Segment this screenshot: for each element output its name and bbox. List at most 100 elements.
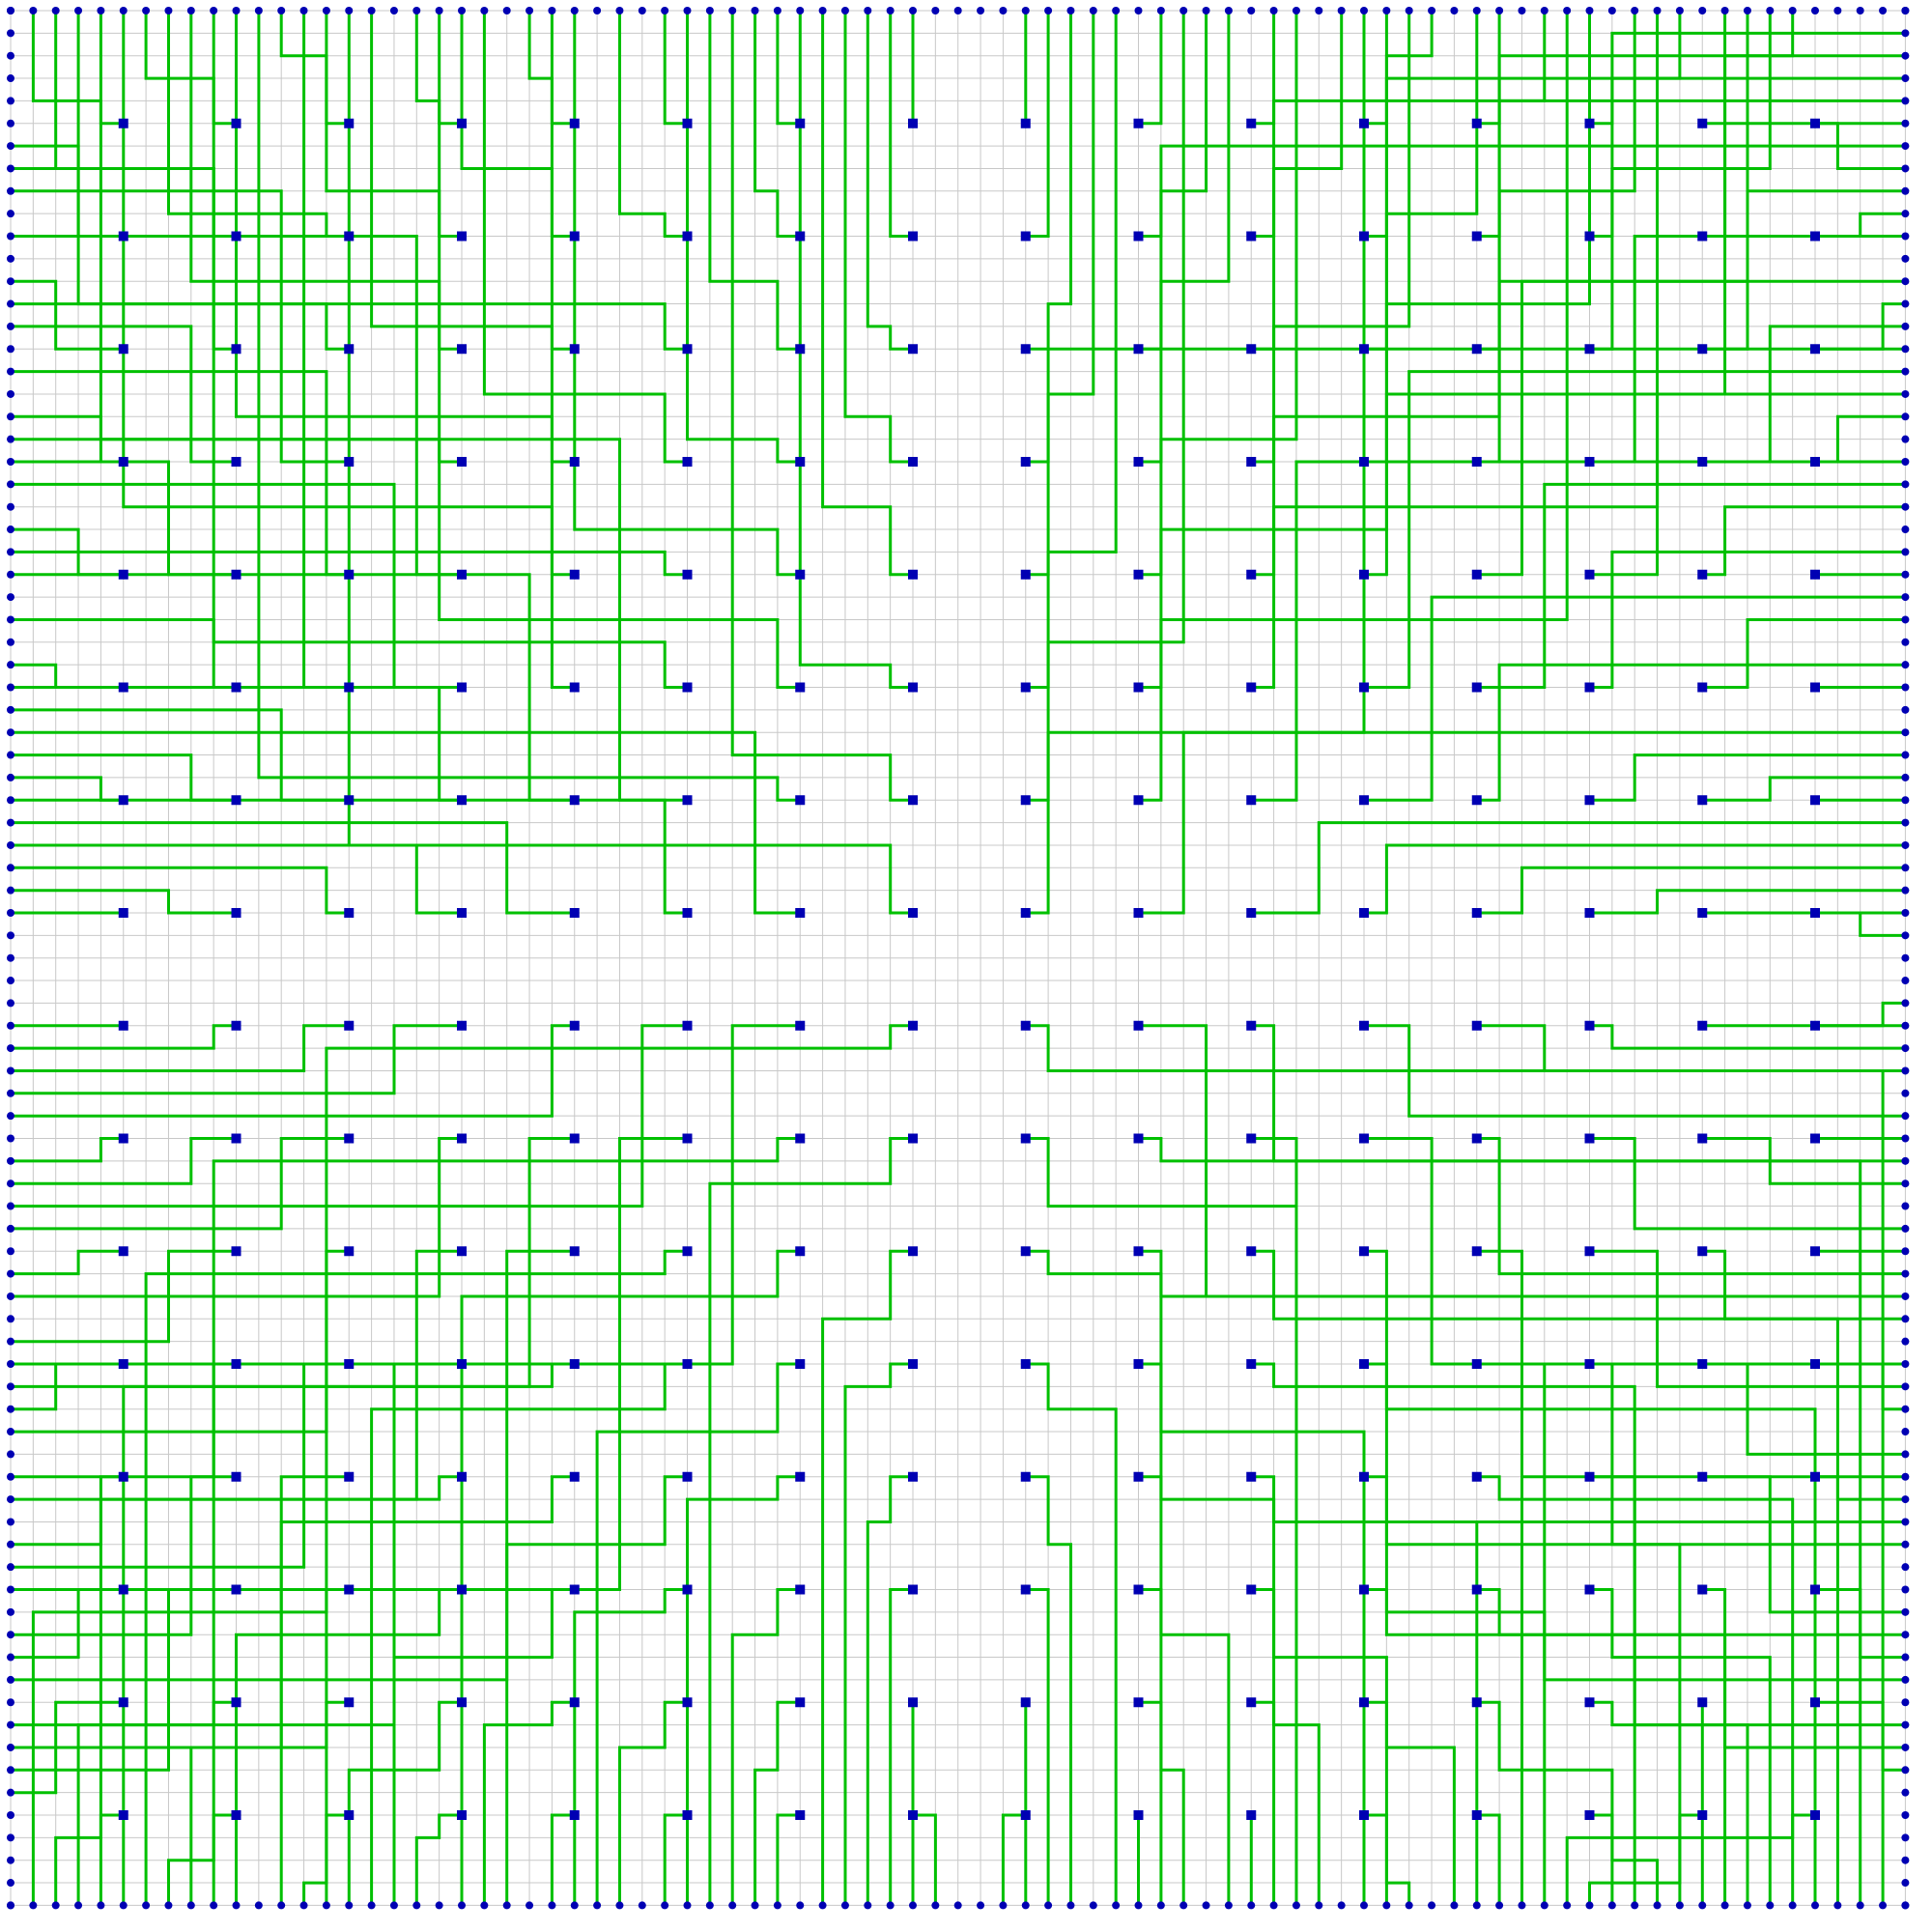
edge-pin [661, 7, 669, 14]
edge-pin [1607, 7, 1616, 14]
edge-pin [1292, 1901, 1300, 1910]
edge-pin [1675, 7, 1684, 14]
trace [1364, 1813, 1411, 1906]
edge-pin [1563, 7, 1572, 14]
trace [1476, 1024, 1906, 1072]
edge-pin [1901, 1179, 1910, 1188]
trace [1364, 595, 1906, 802]
edge-pin [1518, 7, 1526, 14]
edge-pin [1811, 1901, 1819, 1910]
pad [1359, 1697, 1369, 1708]
pad [1471, 1246, 1482, 1257]
edge-pin [1901, 615, 1910, 624]
pad [457, 344, 467, 355]
edge-pin [7, 1156, 14, 1165]
pad [1810, 569, 1820, 580]
trace [1476, 1813, 1501, 1906]
trace [11, 1362, 350, 1569]
edge-pin [502, 7, 511, 14]
pad [231, 569, 242, 580]
edge-pin [1901, 1631, 1910, 1639]
trace [889, 1588, 913, 1906]
pad [908, 908, 918, 918]
edge-pin [1901, 570, 1910, 579]
edge-pin [7, 773, 14, 781]
pad [457, 231, 467, 242]
trace [1025, 11, 1072, 351]
pad [457, 1133, 467, 1144]
edge-pin [661, 1901, 669, 1910]
pad [1471, 231, 1482, 242]
edge-pin [1901, 1224, 1910, 1233]
trace [1476, 482, 1906, 689]
edge-pin [7, 705, 14, 714]
trace [11, 1588, 124, 1660]
edge-pin [526, 7, 534, 14]
edge-pin [7, 526, 14, 534]
pad [569, 1471, 580, 1482]
pad [795, 344, 806, 355]
trace [1702, 1137, 1906, 1185]
edge-pin [1495, 1901, 1504, 1910]
edge-pin [1901, 1112, 1910, 1121]
edge-pin [1901, 1156, 1910, 1165]
trace [1702, 776, 1906, 802]
pad [1133, 1246, 1144, 1257]
trace [11, 1024, 462, 1095]
edge-pin [1631, 7, 1639, 14]
pad [1020, 457, 1031, 467]
trace [595, 1362, 801, 1906]
pad [1246, 1471, 1257, 1482]
edge-pin [1450, 7, 1459, 14]
edge-pin [1901, 999, 1910, 1008]
edge-pin [773, 1901, 781, 1910]
edge-pin [1901, 1833, 1910, 1842]
trace [1815, 911, 1906, 937]
edge-pin [1631, 1901, 1639, 1910]
pad [1020, 231, 1031, 242]
edge-pin [1901, 1788, 1910, 1797]
pad [118, 682, 128, 693]
pad [231, 1697, 242, 1708]
pad [908, 118, 918, 128]
pad [1246, 231, 1257, 242]
edge-pin [1044, 7, 1053, 14]
pad [1584, 795, 1595, 806]
trace [1138, 1137, 1862, 1906]
pad [908, 1471, 918, 1482]
trace [1001, 1813, 1026, 1906]
pad [344, 908, 355, 918]
pad [118, 795, 128, 806]
trace [1815, 1362, 1906, 1411]
pad [1359, 118, 1369, 128]
trace [708, 1137, 913, 1906]
edge-pin [51, 7, 60, 14]
edge-pin [7, 728, 14, 737]
edge-pin [1021, 1901, 1030, 1910]
trace [1702, 189, 1906, 351]
edge-pin [97, 7, 105, 14]
trace [279, 11, 350, 126]
pad [1020, 569, 1031, 580]
edge-pin [29, 1901, 38, 1910]
edge-pin [1901, 931, 1910, 940]
pad [1584, 1584, 1595, 1595]
pad [569, 682, 580, 693]
edge-pin [277, 7, 286, 14]
pad [1133, 1810, 1144, 1820]
edge-pin [29, 7, 38, 14]
pad [1697, 118, 1708, 128]
pad [682, 1697, 693, 1708]
pad [1359, 682, 1369, 693]
trace [1138, 1700, 1185, 1906]
edge-pin [1901, 1585, 1910, 1594]
pad [118, 457, 128, 467]
trace [11, 663, 124, 689]
pad [1810, 1359, 1820, 1369]
edge-pin [480, 1901, 489, 1910]
pad [231, 457, 242, 467]
pad [1359, 1246, 1369, 1257]
edge-pin [1901, 728, 1910, 737]
pad [1133, 1697, 1144, 1708]
pad [908, 1133, 918, 1144]
